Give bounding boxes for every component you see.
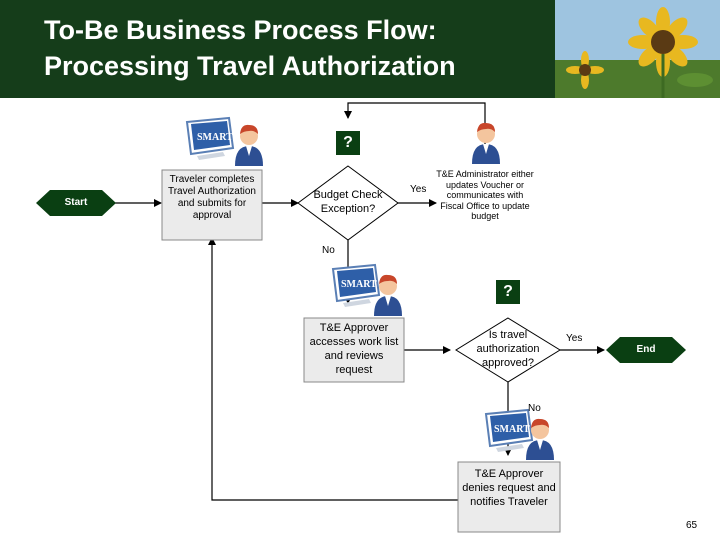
approved-decision: [455, 317, 561, 383]
start-label: Start: [64, 197, 88, 208]
edge-label-yes-2: Yes: [566, 333, 583, 344]
edge-label-no-1: No: [322, 245, 335, 256]
computer-smart-icon: SMART: [185, 116, 235, 160]
edge-label-no-2: No: [528, 403, 541, 414]
te-approver-review-step: T&E Approver accesses work list and revi…: [309, 322, 399, 376]
page-title: To-Be Business Process Flow: Processing …: [44, 12, 456, 84]
decision-marker-budget: ?: [336, 131, 360, 155]
decision-marker-approved: ?: [496, 280, 520, 304]
traveler-box: [161, 169, 263, 241]
person-icon: [374, 274, 402, 316]
computer-smart-icon: SMART: [484, 408, 534, 452]
start-node: [36, 190, 116, 216]
budget-decision: [297, 165, 399, 241]
page-number: 65: [686, 520, 698, 531]
review-box: [303, 317, 405, 383]
traveler-step: Traveler completes Travel Authorization …: [167, 174, 256, 221]
edge-label-yes-1: Yes: [410, 184, 427, 195]
svg-text:SMART: SMART: [197, 132, 233, 143]
svg-text:SMART: SMART: [494, 424, 530, 435]
sunflower-image: [555, 0, 720, 98]
budget-check-step: Budget Check Exception?: [313, 189, 383, 215]
edge-deny-loop: [208, 237, 458, 501]
edge-admin-loop: [344, 102, 486, 152]
end-label: End: [636, 344, 656, 355]
computer-smart-icon: SMART: [331, 263, 381, 307]
te-approver-deny-step: T&E Approver denies request and notifies…: [462, 468, 556, 508]
title-line-2: Processing Travel Authorization: [44, 51, 456, 81]
title-banner: To-Be Business Process Flow: Processing …: [0, 0, 720, 98]
person-icon: [526, 418, 554, 460]
person-icon: [235, 124, 263, 166]
person-icon: [472, 122, 500, 164]
svg-text:SMART: SMART: [341, 279, 377, 290]
title-line-1: To-Be Business Process Flow:: [44, 15, 437, 45]
te-admin-box: [437, 167, 533, 233]
end-node: [606, 337, 686, 363]
te-admin-step: T&E Administrator either updates Voucher…: [436, 169, 534, 221]
approved-step: Is travel authorization approved?: [476, 329, 540, 369]
deny-box: [457, 461, 561, 533]
